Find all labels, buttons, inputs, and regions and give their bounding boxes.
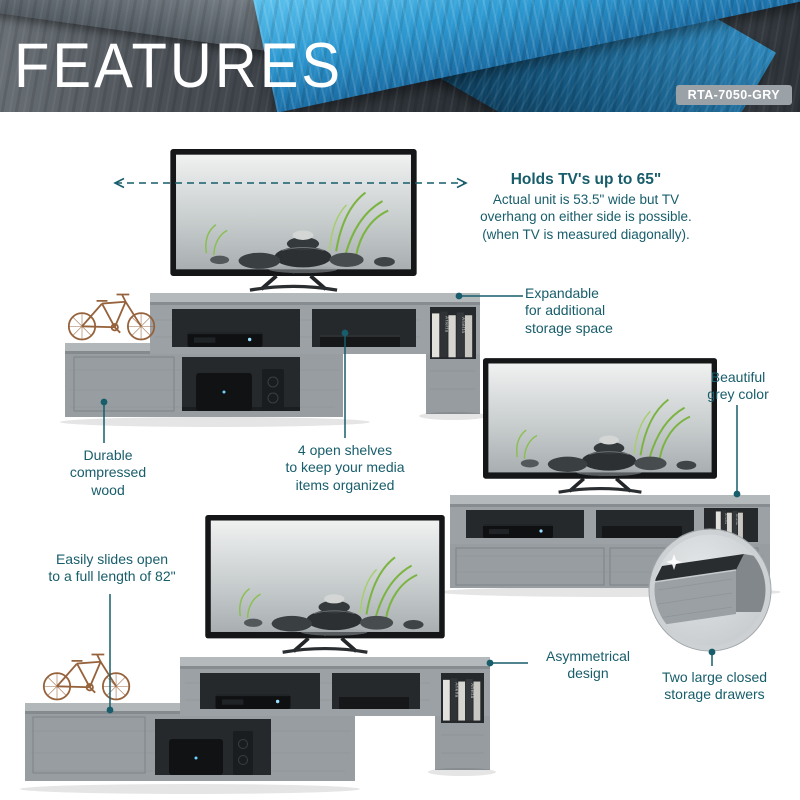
callout-storage-drawers: Two large closed storage drawers [661,669,768,703]
callout-asymmetrical: Asymmetrical design [545,648,630,682]
callout-open-shelves: 4 open shelves to keep your media items … [285,442,405,493]
cable-box [187,332,263,347]
page-title: FEATURES [14,31,344,102]
book-decor [432,311,473,358]
lower-console-extended [20,703,360,794]
callout-tv-size-title: Holds TV's up to 65" [510,171,662,188]
bicycle-decor [67,293,156,341]
tv [170,149,417,293]
scene-expandable-stand [60,149,487,427]
callout-slides-open: Easily slides open to a full length of 8… [48,551,176,585]
cable-box [215,694,291,709]
scene-extended-stand [20,515,496,794]
callout-grey-color: Beautiful grey color [707,369,769,403]
callout-expandable: Expandable for additional storage space [525,285,613,336]
callout-tv-size: Holds TV's up to 65" Actual unit is 53.5… [462,170,710,243]
top-console [150,293,487,420]
drawer-zoom-circle [648,528,772,652]
lower-console [60,343,370,427]
top-console [180,657,496,776]
book-decor [443,678,481,721]
header-banner: FEATURES [0,0,800,112]
model-number-badge: RTA-7050-GRY [675,85,792,105]
callout-durable: Durable compressed wood [69,447,147,498]
tv [483,358,717,495]
tv [205,515,445,655]
scene-collapsed-stand [440,358,780,652]
bicycle-decor [42,653,131,701]
